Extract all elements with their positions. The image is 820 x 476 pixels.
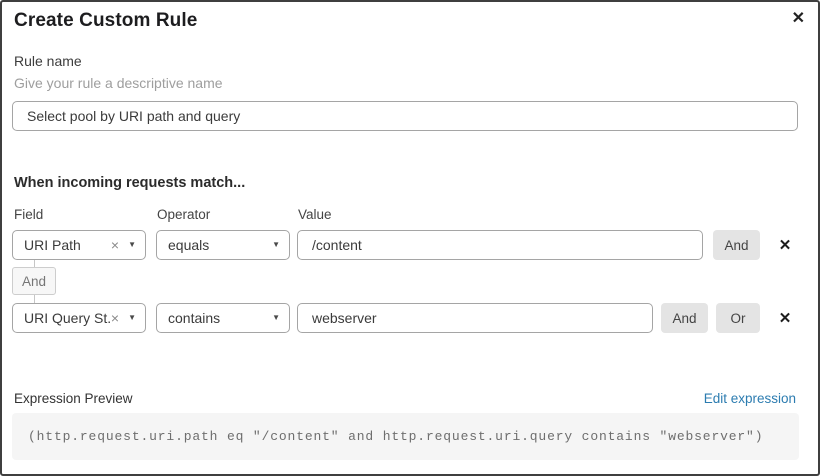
delete-row2-icon[interactable]: ✕: [778, 310, 792, 327]
delete-row1-icon[interactable]: ✕: [778, 237, 792, 254]
clear-icon[interactable]: ×: [110, 310, 120, 326]
value-input-row2[interactable]: [297, 303, 653, 333]
connector-line: [34, 260, 35, 268]
edit-expression-link[interactable]: Edit expression: [703, 391, 796, 406]
clear-icon[interactable]: ×: [110, 237, 120, 253]
and-connector-chip: And: [12, 267, 56, 295]
value-input-row1[interactable]: [297, 230, 703, 260]
column-label-operator: Operator: [157, 207, 211, 222]
expression-preview-label: Expression Preview: [14, 391, 133, 406]
column-label-value: Value: [298, 207, 332, 222]
rule-name-label: Rule name: [14, 53, 82, 69]
field-select-row2[interactable]: URI Query St... × ▼: [12, 303, 146, 333]
expression-code: (http.request.uri.path eq "/content" and…: [12, 413, 799, 460]
connector-line: [34, 295, 35, 303]
rule-name-hint: Give your rule a descriptive name: [14, 75, 223, 91]
close-icon[interactable]: ✕: [791, 10, 805, 27]
operator-select-row1[interactable]: equals ▼: [156, 230, 290, 260]
chevron-down-icon: ▼: [272, 240, 280, 249]
chevron-down-icon: ▼: [128, 240, 136, 249]
chevron-down-icon: ▼: [272, 313, 280, 322]
match-heading: When incoming requests match...: [14, 175, 246, 191]
field-select-row2-value: URI Query St...: [24, 310, 111, 326]
or-button-row2[interactable]: Or: [716, 303, 760, 333]
field-select-row1-value: URI Path: [24, 237, 81, 253]
rule-name-input[interactable]: [12, 101, 798, 131]
operator-select-row1-value: equals: [168, 237, 210, 253]
and-button-row2[interactable]: And: [661, 303, 708, 333]
field-select-row1[interactable]: URI Path × ▼: [12, 230, 146, 260]
operator-select-row2-value: contains: [168, 310, 221, 326]
and-button-row1[interactable]: And: [713, 230, 760, 260]
operator-select-row2[interactable]: contains ▼: [156, 303, 290, 333]
column-label-field: Field: [14, 207, 44, 222]
chevron-down-icon: ▼: [128, 313, 136, 322]
dialog-title: Create Custom Rule: [14, 10, 198, 31]
